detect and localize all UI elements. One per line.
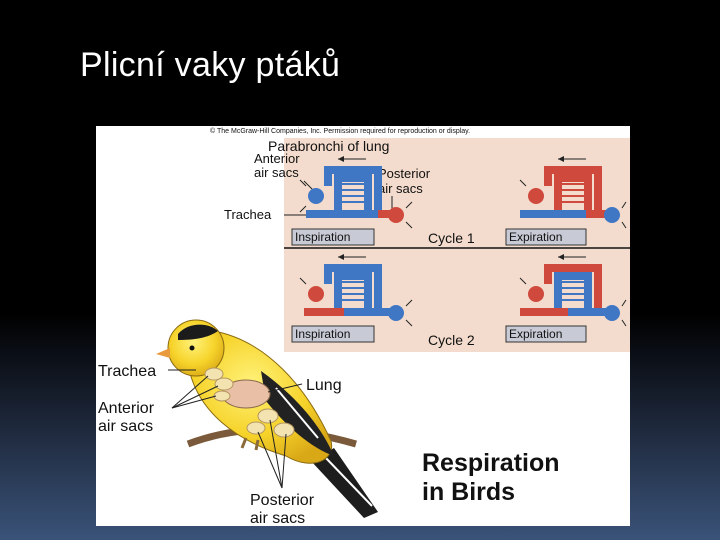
diagram-cycle1-expiration bbox=[519, 156, 627, 229]
phase-box-c1-right bbox=[505, 228, 587, 246]
phase-box-c2-left bbox=[291, 325, 375, 343]
label-anterior-air-sacs-top-2: air sacs bbox=[254, 165, 299, 180]
bird-illustration bbox=[156, 319, 378, 518]
caption-line-2: in Birds bbox=[422, 478, 515, 506]
label-posterior-air-sacs-top-1: Posterior bbox=[378, 166, 431, 181]
diagram-cycle1-inspiration bbox=[299, 156, 413, 229]
slide-title: Plicní vaky ptáků bbox=[80, 46, 341, 84]
cycle2-label: Cycle 2 bbox=[428, 332, 475, 348]
label-posterior-air-sacs-top-2: air sacs bbox=[378, 181, 423, 196]
label-posterior-air-sacs-bird-1: Posterior bbox=[250, 492, 315, 509]
label-anterior-air-sacs-bird-2: air sacs bbox=[98, 418, 153, 435]
diagram-cycle2-expiration bbox=[519, 254, 627, 327]
cycle2-left-phase: Inspiration bbox=[295, 327, 350, 341]
phase-box-c1-left bbox=[291, 228, 375, 246]
label-posterior-air-sacs-bird-2: air sacs bbox=[250, 510, 305, 526]
label-anterior-air-sacs-bird-1: Anterior bbox=[98, 400, 155, 417]
cycle1-right-phase: Expiration bbox=[509, 230, 562, 244]
phase-box-c2-right bbox=[505, 325, 587, 343]
pointer-posterior-bird-2 bbox=[269, 419, 283, 489]
pointer-posterior-bird-1 bbox=[257, 431, 283, 489]
diagram-cycle2-inspiration bbox=[299, 254, 413, 327]
heading-parabronchi: Parabronchi of lung bbox=[268, 138, 389, 154]
pointer-posterior-bird-3 bbox=[281, 433, 287, 489]
pointer-lung bbox=[267, 383, 303, 393]
label-lung: Lung bbox=[306, 377, 342, 394]
label-trachea-top: Trachea bbox=[224, 207, 272, 222]
pointer-anterior-bird-3 bbox=[171, 395, 217, 409]
copyright-notice: © The McGraw-Hill Companies, Inc. Permis… bbox=[210, 127, 470, 135]
cycle2-right-phase: Expiration bbox=[509, 327, 562, 341]
label-trachea-bird: Trachea bbox=[98, 363, 156, 380]
label-anterior-air-sacs-top-1: Anterior bbox=[254, 151, 300, 166]
cycle1-left-phase: Inspiration bbox=[295, 230, 350, 244]
pointer-anterior-bird-2 bbox=[171, 385, 219, 409]
pointer-anterior-bird-1 bbox=[171, 375, 209, 409]
caption-line-1: Respiration bbox=[422, 449, 560, 477]
respiration-figure: © The McGraw-Hill Companies, Inc. Permis… bbox=[96, 126, 630, 526]
cycle1-label: Cycle 1 bbox=[428, 230, 475, 246]
